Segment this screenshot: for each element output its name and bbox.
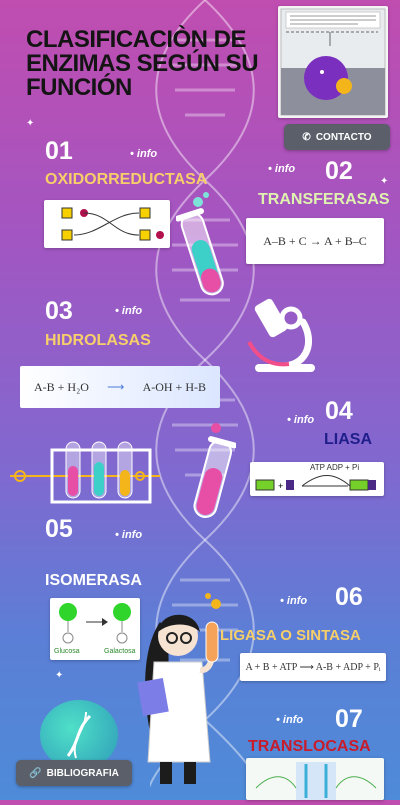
hydrolase-equation: A-B + H₂O ⟶ A-OH + H-B xyxy=(20,366,220,408)
ligase-equation: A + B + ATP ⟶ A-B + ADP + Pᵢ xyxy=(240,653,386,681)
section-number-04: 04 xyxy=(325,397,353,425)
section-number-07: 07 xyxy=(335,705,363,733)
info-link-02[interactable]: info xyxy=(268,163,295,175)
section-title-07: TRANSLOCASA xyxy=(248,738,371,755)
bibliography-button[interactable]: 🔗 BIBLIOGRAFIA xyxy=(16,760,132,786)
bibliography-button-label: BIBLIOGRAFIA xyxy=(46,767,119,779)
scientist-illustration xyxy=(137,593,221,784)
info-link-07[interactable]: info xyxy=(276,714,303,726)
oxidoreductase-diagram xyxy=(44,200,170,248)
test-tube-icon xyxy=(176,192,224,296)
dna-badge-icon xyxy=(40,700,118,770)
lyase-diagram: + ATP ADP + Pi xyxy=(250,462,384,496)
info-link-01[interactable]: info xyxy=(130,148,157,160)
info-link-05[interactable]: info xyxy=(115,529,142,541)
section-number-05: 05 xyxy=(45,515,73,543)
glucose-label: Glucosa xyxy=(54,648,80,655)
sparkle-icon: ✦ xyxy=(26,118,35,129)
galactose-label: Galactosa xyxy=(104,648,136,655)
page-title: CLASIFICACIÒN DE ENZIMAS SEGÚN SU FUNCIÓ… xyxy=(26,26,259,101)
phone-icon: ✆ xyxy=(302,131,311,143)
sparkle-icon: ✦ xyxy=(380,176,389,187)
info-link-06[interactable]: info xyxy=(280,595,307,607)
test-tube-rack-icon xyxy=(10,441,160,504)
info-link-03[interactable]: info xyxy=(115,305,142,317)
transferase-equation: A–B + C → A + B–C xyxy=(246,218,384,264)
comic-image xyxy=(278,6,388,118)
section-number-06: 06 xyxy=(335,583,363,611)
sparkle-icon: ✦ xyxy=(55,670,64,681)
lyase-equation-label: ATP ADP + Pi xyxy=(310,463,360,472)
section-title-01: OXIDORREDUCTASA xyxy=(45,171,208,188)
section-title-04: LIASA xyxy=(324,431,372,448)
isomerase-diagram: Glucosa Galactosa xyxy=(50,598,140,660)
info-link-04[interactable]: info xyxy=(287,414,314,426)
section-title-03: HIDROLASAS xyxy=(45,332,151,349)
section-number-01: 01 xyxy=(45,137,73,165)
arrow-icon: ⟶ xyxy=(107,379,125,394)
contact-button[interactable]: ✆ CONTACTO xyxy=(284,124,390,150)
section-title-05: ISOMERASA xyxy=(45,572,142,589)
test-tube-icon xyxy=(193,423,236,519)
section-title-02: TRANSFERASAS xyxy=(258,191,390,208)
section-number-02: 02 xyxy=(325,157,353,185)
microscope-icon xyxy=(247,298,315,372)
section-number-03: 03 xyxy=(45,297,73,325)
link-icon: 🔗 xyxy=(29,767,42,779)
section-title-06: LIGASA O SINTASA xyxy=(220,627,361,644)
svg-text:+: + xyxy=(278,481,283,491)
translocase-diagram xyxy=(246,758,384,800)
contact-button-label: CONTACTO xyxy=(315,131,372,143)
